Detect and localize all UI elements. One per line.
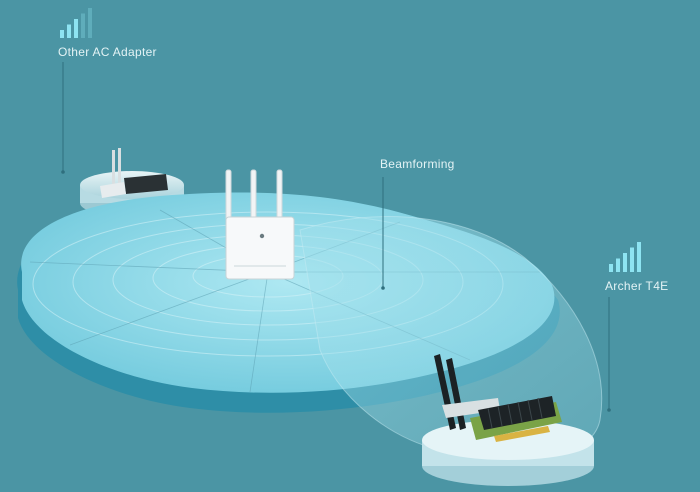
beam-lobe [299,216,603,461]
label-beamforming: Beamforming [380,157,455,171]
leader-lines [62,62,610,410]
signal-bar [74,19,78,38]
right-pedestal [422,420,594,486]
signal-bar [81,13,85,38]
router-icon [225,169,295,280]
signal-bar [623,253,627,272]
signal-bar [616,258,620,272]
signal-bar [60,30,64,38]
label-archer-t4e: Archer T4E [605,279,669,293]
label-other-adapter: Other AC Adapter [58,45,157,59]
signal-bar [609,264,613,272]
signal-bar [88,8,92,38]
signal-bar [637,242,641,272]
leader-dots [61,170,611,412]
pcie-card-icon [434,354,562,442]
signal-bar [67,24,71,38]
signal-bars-icon [60,8,92,38]
signal-bar [630,247,634,272]
signal-bars-icon [609,242,641,272]
usb-adapter-icon [100,148,168,198]
